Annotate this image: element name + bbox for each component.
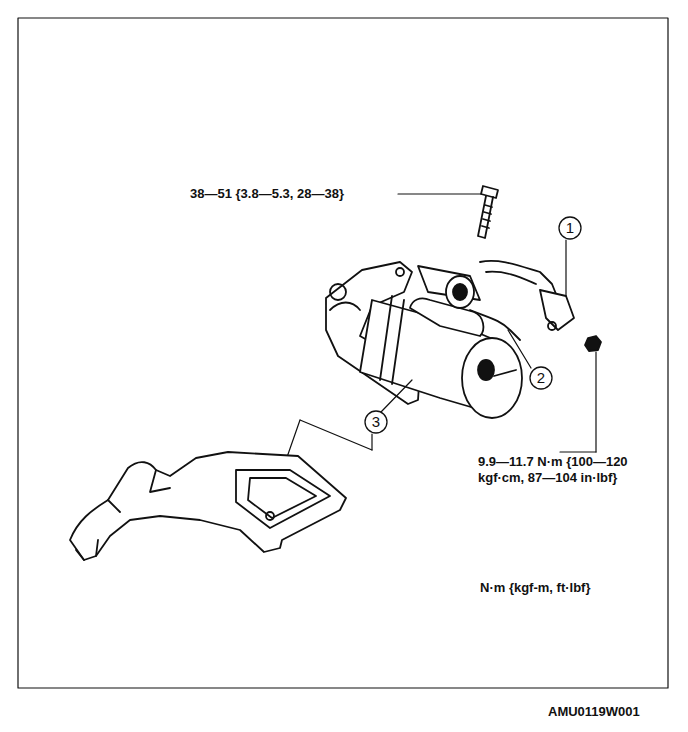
nut bbox=[585, 336, 601, 351]
leader-line bbox=[565, 240, 566, 296]
torque-spec: 38—51 {3.8—5.3, 28—38} bbox=[190, 186, 344, 202]
torque-spec: 9.9—11.7 N·m {100—120 kgf·cm, 87—104 in·… bbox=[478, 454, 630, 487]
leader-line bbox=[381, 380, 412, 412]
frame bbox=[18, 18, 668, 688]
callout-number: 1 bbox=[554, 216, 586, 240]
leader-line bbox=[398, 193, 486, 194]
callout-number: 2 bbox=[525, 366, 557, 390]
leader-line bbox=[371, 434, 372, 450]
wiring-harness bbox=[470, 261, 574, 340]
callout-circle: 1 bbox=[554, 216, 586, 240]
leader-line bbox=[595, 352, 596, 452]
figure-code: AMU0119W001 bbox=[548, 704, 640, 720]
leader-line bbox=[300, 420, 372, 450]
leader-line bbox=[508, 330, 531, 368]
leader-line bbox=[560, 451, 596, 452]
callout-circle: 3 bbox=[360, 410, 392, 434]
bolt bbox=[478, 186, 498, 238]
callout-number: 3 bbox=[360, 410, 392, 434]
engine-housing bbox=[70, 452, 346, 560]
unit-legend: N·m {kgf-m, ft·lbf} bbox=[480, 580, 591, 596]
starter-motor bbox=[360, 266, 522, 418]
callout-circle: 2 bbox=[525, 366, 557, 390]
